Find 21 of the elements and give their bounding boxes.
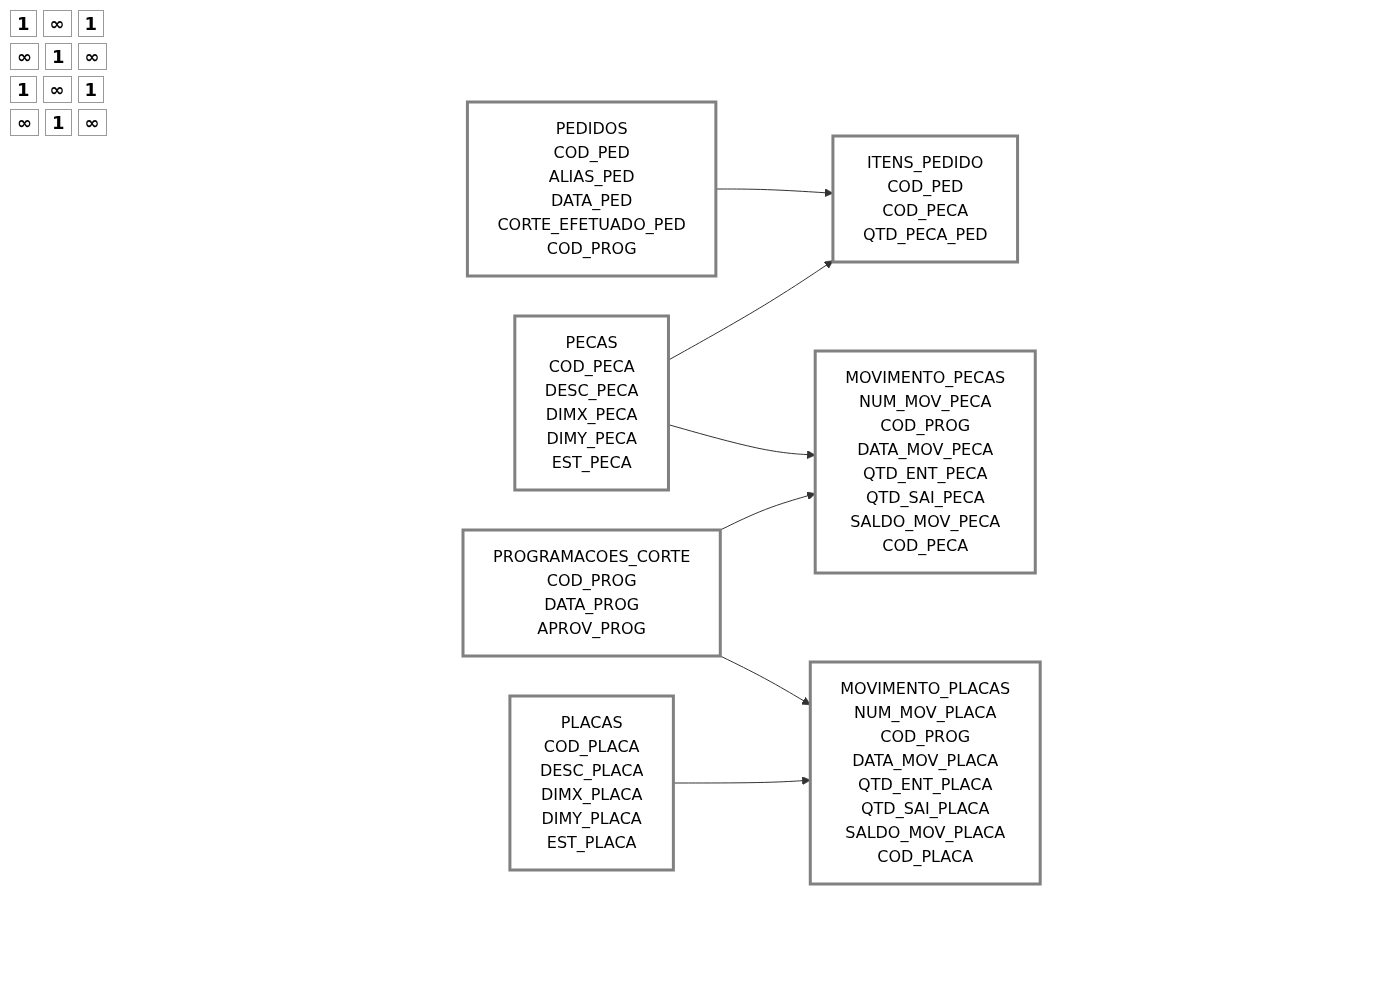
node-box: PECAS COD_PECA DESC_PECA DIMX_PECA DIMY_PECA EST_PECA [513,314,670,491]
node-box: MOVIMENTO_PLACAS NUM_MOV_PLACA COD_PROG DATA_MOV_PLACA QTD_ENT_PLACA QTD_SAI_PLACA SALDO_MOV_PLACA COD_PLACA [808,660,1042,885]
cardinality-label: ∞ [77,43,107,70]
cardinality-label: 1 [10,10,37,37]
node-box: PROGRAMACOES_CORTE COD_PROG DATA_PROG APROV_PROG [461,528,722,657]
cardinality-label: ∞ [77,109,107,136]
arrow [719,491,816,531]
node-box: ITENS_PEDIDO COD_PED COD_PECA QTD_PECA_PED [831,134,1019,263]
cardinality-label: 1 [45,43,72,70]
arrow [719,654,811,705]
node-box: PLACAS COD_PLACA DESC_PLACA DIMX_PLACA DIMY_PLACA EST_PLACA [508,694,675,871]
cardinality-label: ∞ [10,43,39,70]
cardinality-label: ∞ [42,10,72,37]
cardinality-label: ∞ [10,109,39,136]
cardinality-label: 1 [10,76,37,103]
node-box: MOVIMENTO_PECAS NUM_MOV_PECA COD_PROG DATA_MOV_PECA QTD_ENT_PECA QTD_SAI_PECA SALDO_MOV_PECA COD_PECA [813,349,1037,574]
cardinality-label: 1 [77,10,105,37]
cardinality-label: ∞ [42,76,72,103]
cardinality-label: 1 [45,109,72,136]
cardinality-label: 1 [77,76,105,103]
node-box: PEDIDOS COD_PED ALIAS_PED DATA_PED CORTE_EFETUADO_PED COD_PROG [465,100,718,277]
